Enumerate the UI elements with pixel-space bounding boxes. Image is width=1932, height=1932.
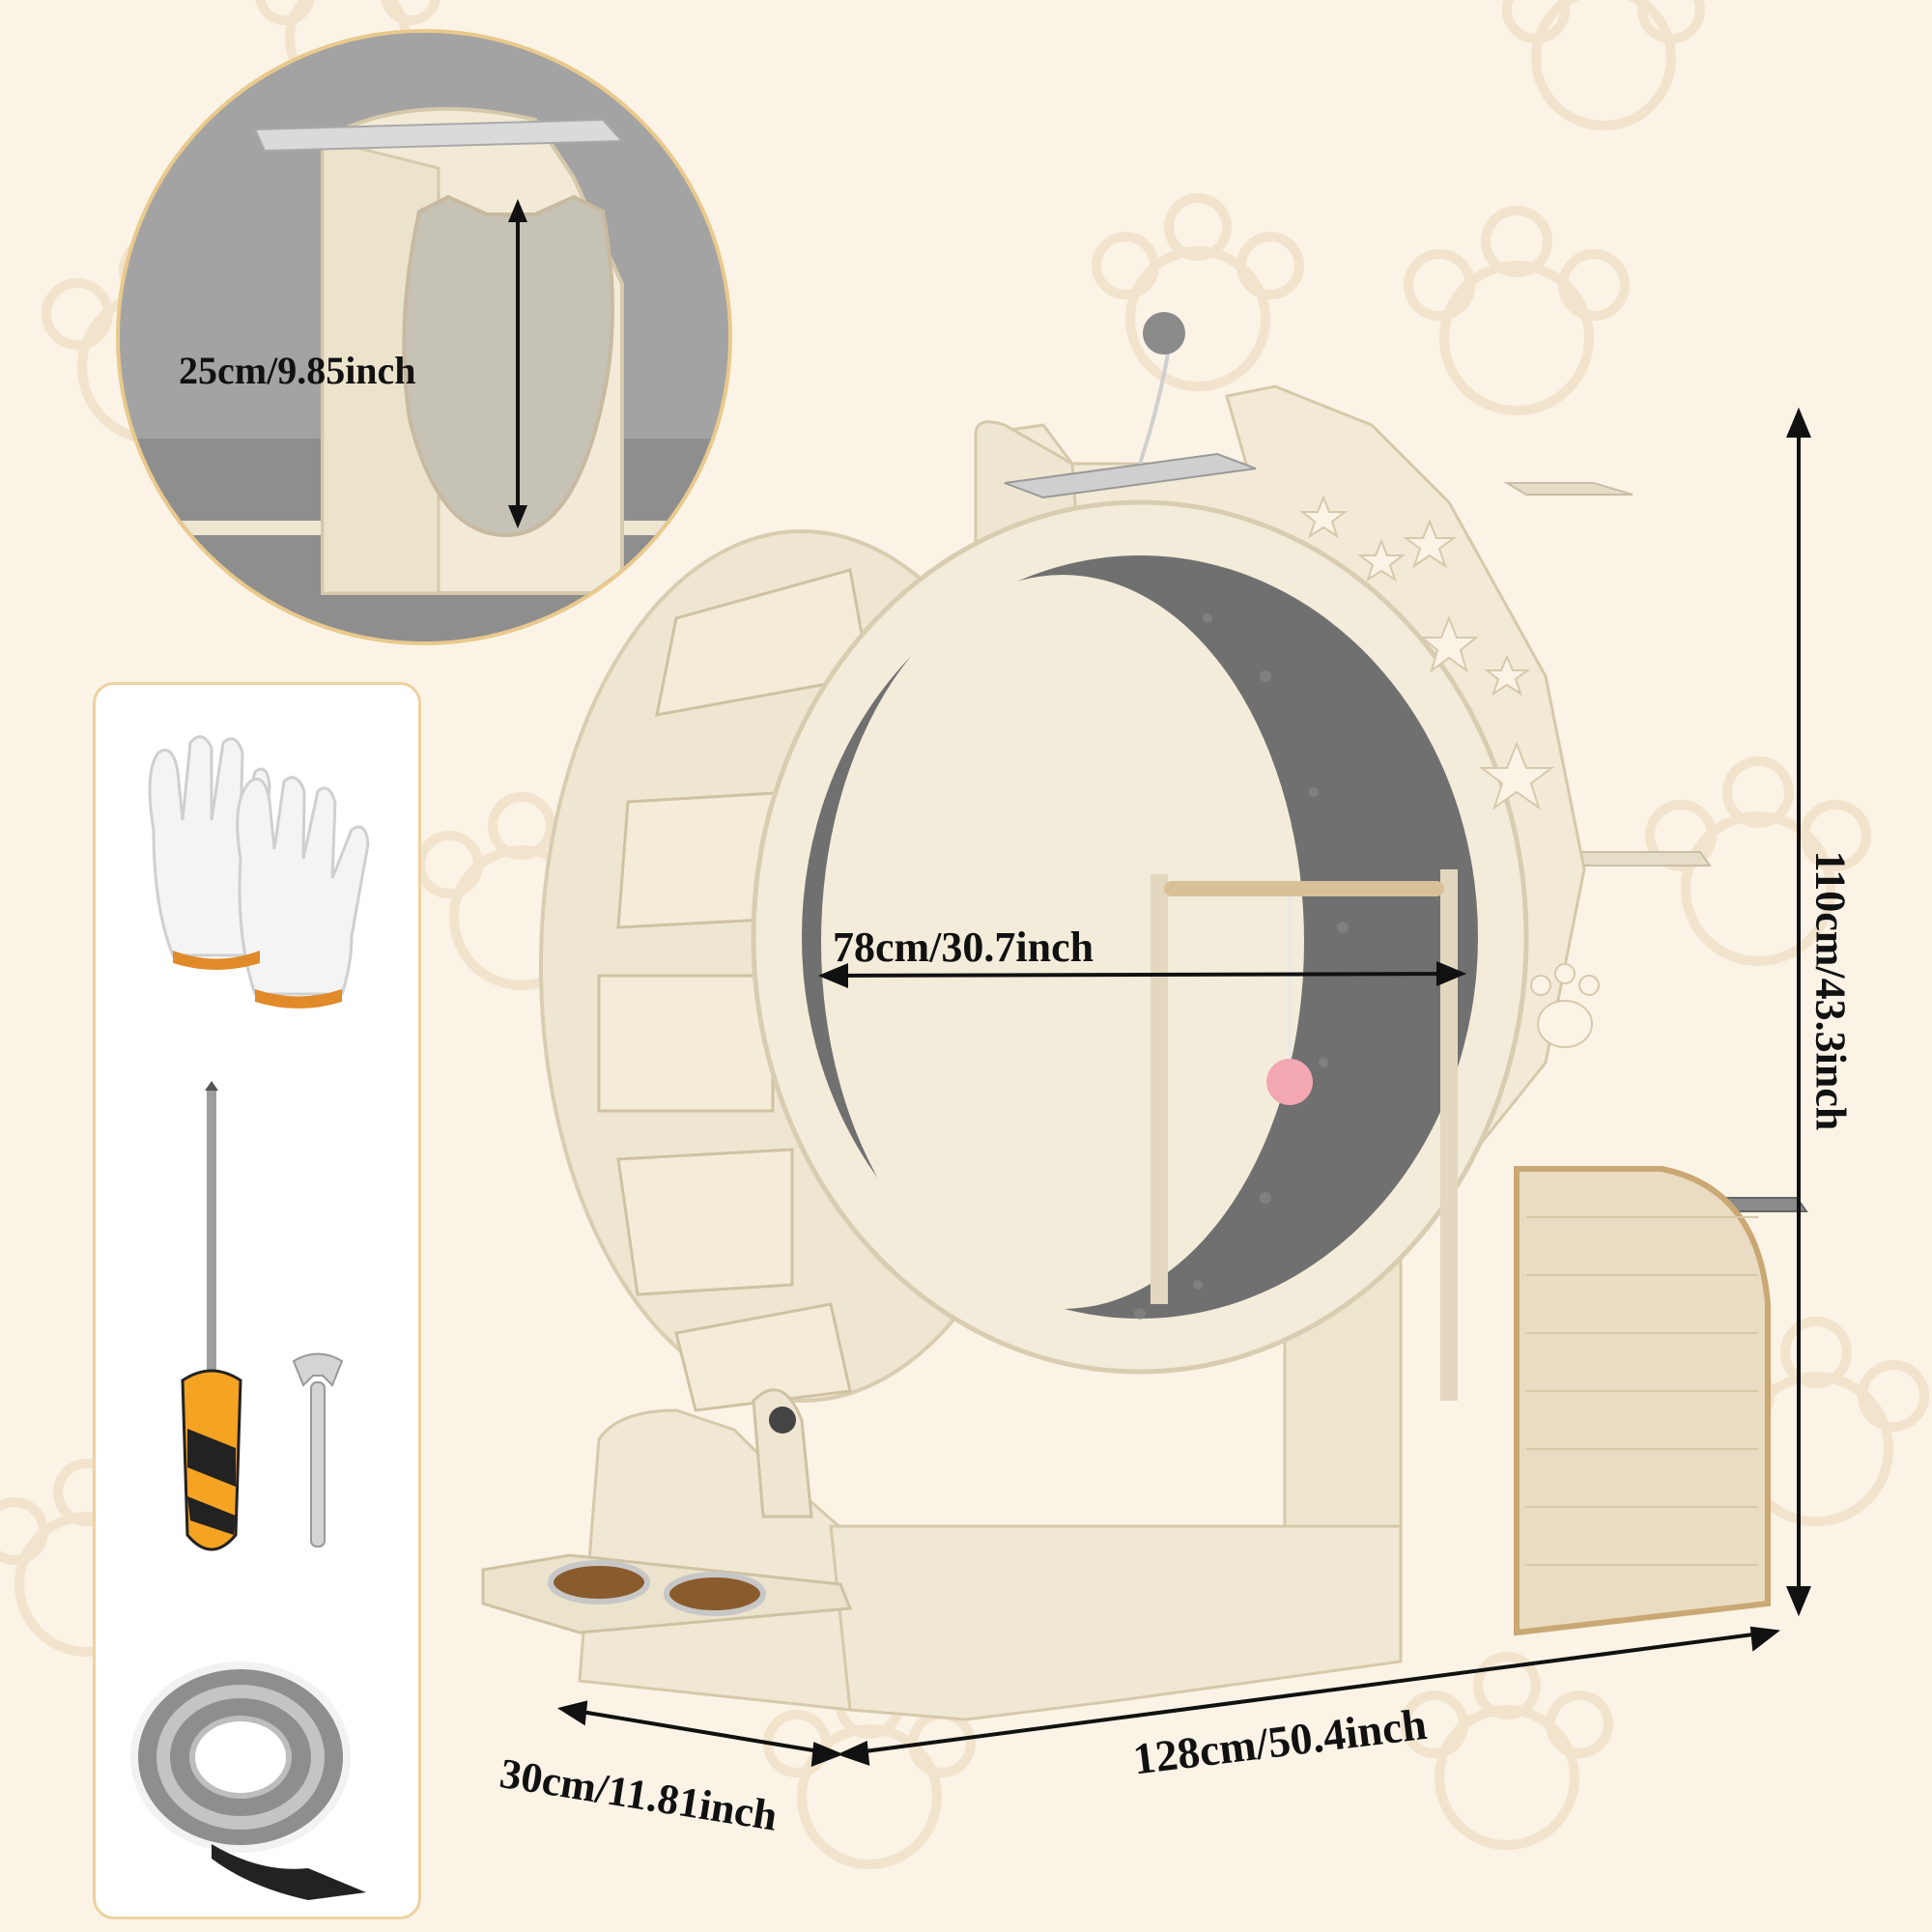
gloves-icon [148,735,370,1009]
toy-wand [1138,347,1171,465]
dimension-arrows [556,407,1811,1768]
shelf-right-upper [1503,482,1634,496]
base-right [829,1524,1403,1721]
screwdriver-icon [181,1081,242,1551]
sisal-scratch-pad [1514,1166,1771,1636]
door-height-label: 25cm/9.85inch [179,349,416,392]
cat-head-door-opening [402,194,614,538]
door-detail-inset [116,29,732,645]
brake-knob [769,1406,796,1434]
paw-cutout [1530,963,1600,1048]
toy-ball-pink [1266,1059,1313,1105]
total-height-label: 110cm/43.3inch [1806,850,1855,1131]
wrench-icon [292,1352,344,1548]
toy-ball-gray [1143,312,1185,355]
wheel-slats [597,568,871,1412]
wheel-diameter-label: 78cm/30.7inch [833,923,1094,971]
top-shelf [1004,452,1257,499]
brake-lever [752,1388,813,1519]
hanging-bar [1164,881,1444,896]
star-cutouts [1299,495,1554,810]
hanging-bar-frame [1151,869,1458,1401]
bowl-right [664,1572,766,1616]
door-detail-illustration [120,33,728,641]
velcro-tape-icon [130,1662,366,1900]
bowl-left [548,1560,650,1605]
accessories-panel [93,682,421,1919]
wheel-inner-opening [821,575,1304,1309]
